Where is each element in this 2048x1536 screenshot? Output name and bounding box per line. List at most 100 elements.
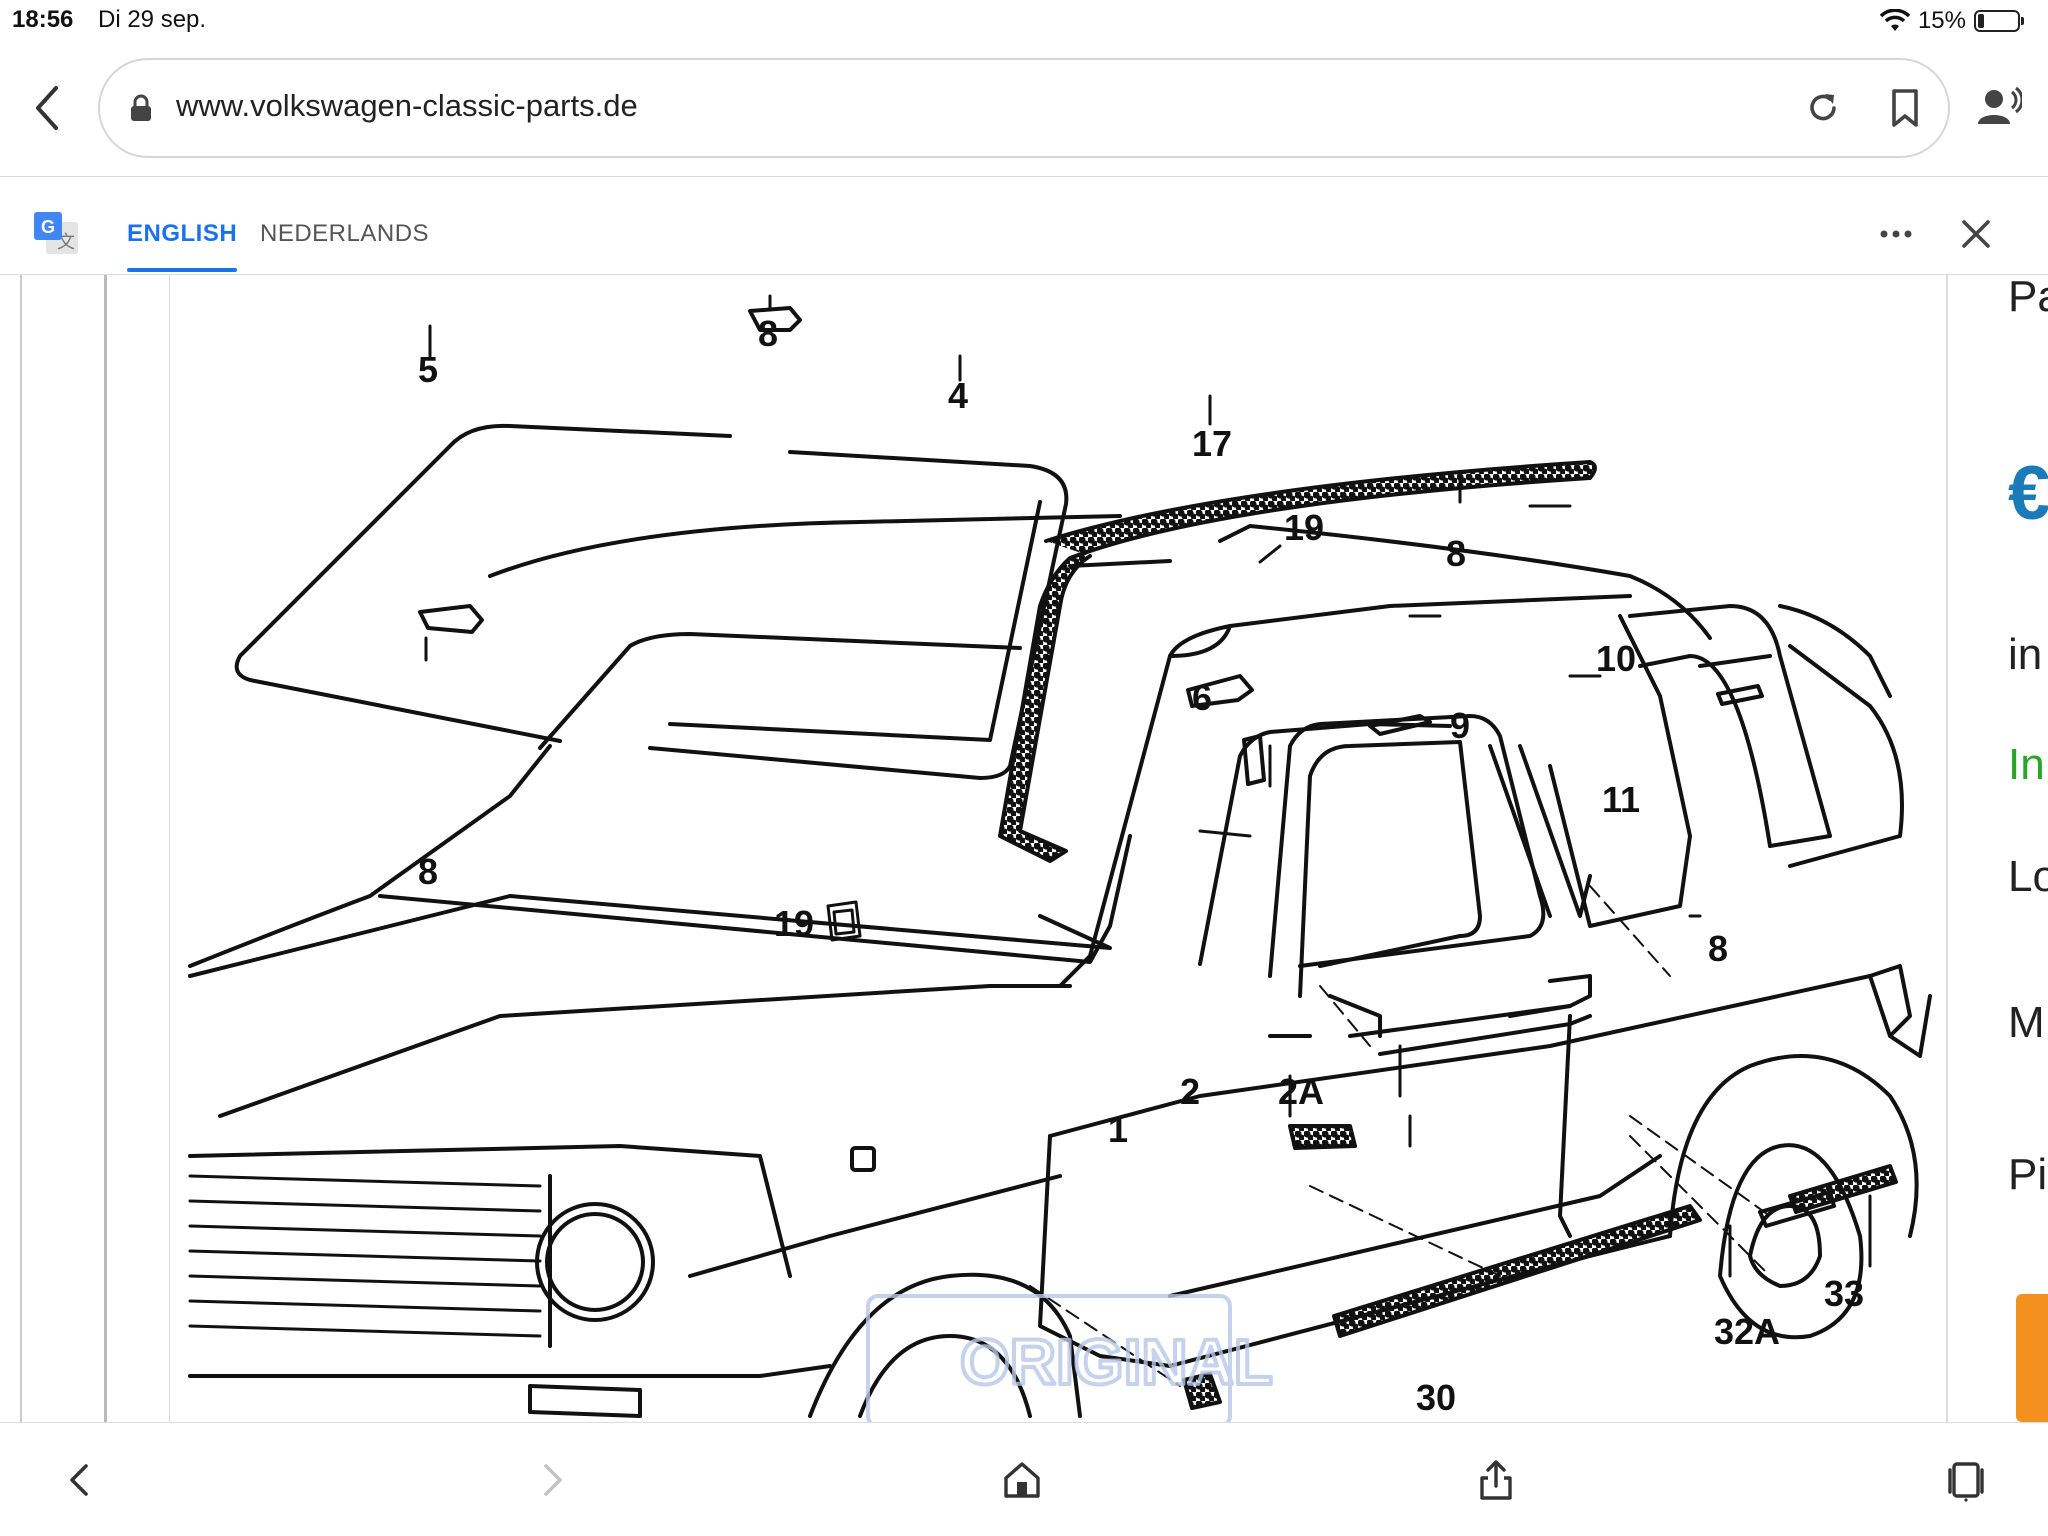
account-voice-icon[interactable] [1976,86,2022,128]
watermark-text: ORIGINAL [960,1326,1273,1398]
callout-33: 33 [1824,1273,1864,1314]
front-door-window-frame-6 [1268,714,1546,978]
callout-8: 8 [1708,928,1728,969]
bumper-top [188,1364,832,1378]
tab-nederlands[interactable]: NEDERLANDS [260,220,430,247]
door-gap [1488,744,1592,918]
pieces-partial: Pi [2008,1150,2048,1199]
callout-8: 8 [418,851,438,892]
hood-edge [218,984,1072,1118]
lock-icon [131,94,151,121]
close-icon[interactable] [1958,216,1994,252]
status-bar [0,0,2048,44]
status-time: 18:56 [12,6,74,33]
strip-30-end [1288,1124,1357,1150]
bookmark-icon[interactable] [1888,88,1922,128]
part-19-left [826,900,862,942]
callout-4: 4 [948,375,968,416]
callout-1: 1 [1108,1109,1128,1150]
b-pillar [1168,624,1232,658]
wifi-icon [1879,9,1910,31]
callout-17: 17 [1192,423,1232,464]
front-door-inner [1298,740,1482,998]
callout-8: 8 [758,313,778,354]
grille-top [188,1144,792,1278]
page-border [1946,275,1948,1423]
status-date: Di 29 sep. [98,6,207,33]
strip-33 [1788,1164,1898,1214]
hood-line-upper [488,514,1122,578]
clip-8-left [418,604,484,634]
roof-line [1068,524,1712,640]
windshield-inner [538,632,1022,750]
sill-strip-30 [1332,1204,1702,1338]
status-indicators: 15% [1879,5,2024,37]
add-to-cart-button[interactable] [2016,1294,2048,1422]
page-border [104,275,107,1423]
fender-line [188,744,552,968]
back-icon[interactable] [58,1458,102,1502]
callout-8: 8 [1446,533,1466,574]
forward-icon[interactable] [530,1458,574,1502]
back-chevron-icon[interactable] [28,80,68,136]
cowl-line [378,834,1132,964]
strip-30-small [1182,1372,1222,1410]
tab-english[interactable]: ENGLISH [127,220,238,247]
callout-9: 9 [1450,705,1470,746]
fender-crease [688,1174,1062,1278]
sill-upper [1168,1154,1662,1298]
clip-8-top [748,306,802,332]
windshield-inner-2 [668,500,1042,742]
product-title-partial: Pa [2008,272,2048,321]
headlight-lens [545,1212,645,1312]
callout-32A: 32A [1714,1311,1780,1352]
url-text[interactable]: www.volkswagen-classic-parts.de [176,88,638,123]
callout-19: 19 [774,903,814,944]
callout-10: 10 [1596,638,1636,679]
info-partial: in [2008,630,2043,679]
share-icon[interactable] [1474,1458,1518,1502]
price-partial: € [2008,451,2048,536]
rear-bumper [1868,964,1932,1058]
google-translate-icon: 文 G [34,212,78,254]
bottom-toolbar [0,1422,2048,1536]
hood-front [188,894,1112,978]
translate-bar-divider [0,274,2048,275]
page-border [20,275,22,1423]
rear-window-10 [1698,644,1904,868]
stock-status-partial: In [2008,740,2045,789]
home-icon[interactable] [1000,1458,1044,1502]
headlight-ring [535,1202,655,1322]
callout-11: 11 [1602,779,1640,820]
more-horizontal-icon[interactable] [1876,218,1916,250]
manufacturer-partial: M [2008,998,2045,1047]
front-wheel-arch [808,1272,1082,1418]
active-tab-indicator [127,268,237,272]
door-trim-2a [1378,1014,1592,1056]
callout-5: 5 [418,349,438,390]
front-wheel [858,1334,1032,1418]
door-frame-front [1058,594,1632,988]
callout-6: 6 [1192,677,1212,718]
callout-2A: 2A [1278,1071,1324,1112]
part-19-top [1186,674,1254,708]
tabs-icon[interactable] [1944,1458,1988,1502]
battery-icon [1974,10,2024,32]
toolbar-divider [0,176,2048,177]
part-11 [1242,734,1266,786]
fog-light [528,1384,642,1418]
address-bar[interactable] [98,58,1950,158]
reload-icon[interactable] [1803,88,1843,128]
front-door-window [1198,722,1452,966]
delivery-partial: Lo [2008,852,2048,901]
rear-roof [1778,604,1892,698]
rear-wheel-arch [1668,1054,1919,1238]
svg-text:G: G [41,217,55,237]
callout-30: 30 [1416,1377,1456,1418]
clip-8-right [1368,714,1432,736]
rear-hub [1748,1204,1822,1288]
roof-strip-17 [998,460,1597,863]
parts-diagram[interactable]: 8 5 4 17 19 8 10 6 9 11 8 8 19 1 2 2A 33… [170,276,1946,1422]
windshield-seal-left [234,423,732,743]
page-border [169,275,170,1423]
